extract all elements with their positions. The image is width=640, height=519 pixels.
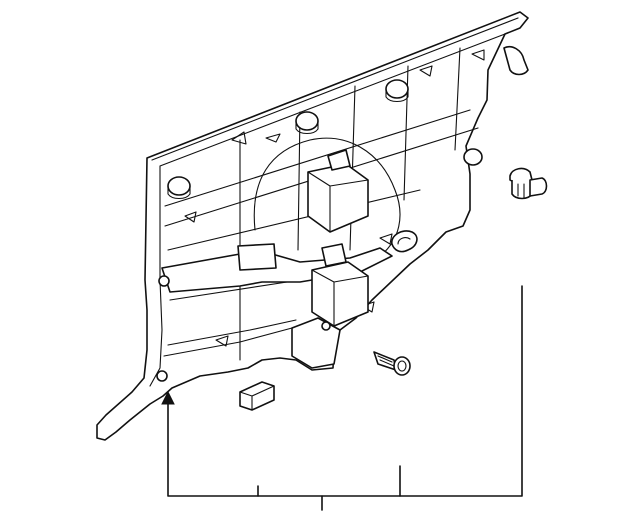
panel-rib-v3: [297, 111, 301, 251]
boss-5: [503, 45, 529, 76]
panel-top-edge: [151, 17, 519, 161]
boss-2: [295, 111, 319, 131]
rim-hole-1: [158, 275, 170, 287]
rim-hole-2: [156, 370, 168, 382]
panel-rib-3: [167, 189, 421, 251]
upper-block-bracket: [307, 149, 369, 233]
panel-rib-5: [167, 319, 297, 346]
small-retainer-clip: [239, 381, 275, 411]
panel-rib-v6: [454, 47, 461, 151]
boss-4: [463, 148, 483, 166]
boss-1: [167, 176, 191, 196]
panel-curve: [253, 137, 401, 257]
panel-outline: [96, 11, 529, 441]
push-clip: [509, 167, 548, 200]
panel-rib-1: [164, 109, 471, 207]
panel-lower-boss: [291, 317, 341, 369]
screw: [373, 351, 411, 376]
leader-lines: [161, 285, 523, 511]
panel-slot-hole: [391, 230, 418, 253]
lower-block-bracket: [311, 243, 369, 331]
boss-3: [385, 79, 409, 99]
leader-arrow: [161, 390, 175, 405]
panel-clip-bosses: [167, 45, 529, 200]
panel-bracket-tab: [237, 243, 277, 271]
quarter-trim-panel: [96, 11, 529, 441]
